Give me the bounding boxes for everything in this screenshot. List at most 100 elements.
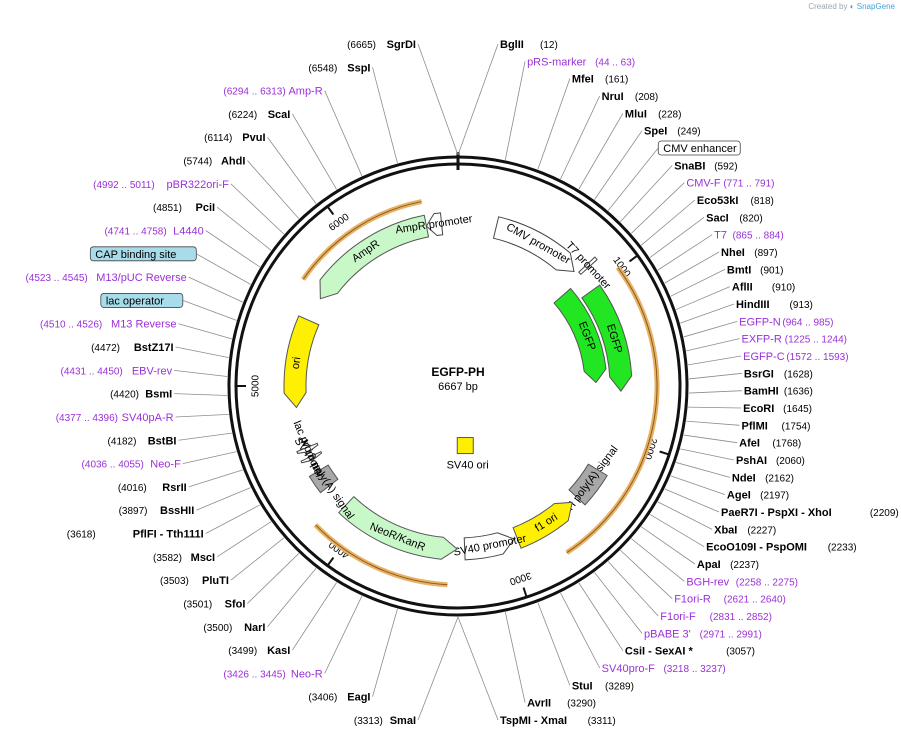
label-cmv-f: CMV-F(771 .. 791) xyxy=(686,178,774,190)
label-position: (4992 .. 5011) xyxy=(93,180,155,191)
feature-neor-kanr xyxy=(338,495,458,560)
label-position: (3618) xyxy=(67,530,96,541)
label-nhei: NheI(897) xyxy=(721,247,778,259)
label-name: PaeR7I - PspXI - XhoI xyxy=(721,507,832,519)
leader-line xyxy=(688,406,742,409)
credit-line: Created by ◐ SnapGene xyxy=(808,2,895,11)
label-position: (4420) xyxy=(110,390,139,401)
leader-line xyxy=(457,43,499,156)
leader-line xyxy=(649,217,705,258)
label-name: MfeI xyxy=(572,74,594,86)
label-text: CMV enhancer xyxy=(663,143,737,155)
feature-t7-promoter xyxy=(578,256,598,276)
leader-line xyxy=(631,182,685,234)
label-name: SnaBI xyxy=(674,160,705,172)
feature-f1-ori xyxy=(512,501,573,549)
label-name: MluI xyxy=(625,108,647,120)
label-text: lac operator xyxy=(106,295,164,307)
label-position: (964 .. 985) xyxy=(782,317,833,328)
credit-prefix: Created by xyxy=(808,2,848,11)
label-egfp-n: EGFP-N(964 .. 985) xyxy=(739,316,833,328)
label-egfp-c: EGFP-C(1572 .. 1593) xyxy=(743,351,848,363)
label-position: (228) xyxy=(658,109,681,120)
label-position: (2831 .. 2852) xyxy=(710,612,772,623)
label-name: pBR322ori-F xyxy=(167,179,230,191)
label-name: PflMI xyxy=(742,420,768,432)
label-box xyxy=(89,246,197,262)
label-ecoo109i-pspomi: EcoO109I - PspOMI(2233) xyxy=(706,542,857,554)
feature-sv40-poly-a-signal xyxy=(308,464,339,494)
label-xbai: XbaI(2227) xyxy=(714,524,776,536)
leader-line xyxy=(417,616,459,721)
label-name: BssHII xyxy=(160,505,194,517)
label-position: (865 .. 884) xyxy=(733,231,784,242)
label-name: SspI xyxy=(347,62,370,74)
label-bamhi: BamHI(1636) xyxy=(744,386,813,398)
label-name: L4440 xyxy=(173,225,204,237)
label-position: (6294 .. 6313) xyxy=(223,87,285,98)
label-name: PciI xyxy=(196,202,216,214)
label-bglii: BglII(12) xyxy=(500,39,558,51)
label-snabi: SnaBI(592) xyxy=(674,160,737,172)
label-pflmi: PflMI(1754) xyxy=(742,420,811,432)
label-bstz17i: BstZ17I(4472) xyxy=(91,342,174,354)
tick-mark xyxy=(326,556,335,567)
feature-cmv-promoter xyxy=(492,216,575,273)
label-nrui: NruI(208) xyxy=(602,91,659,103)
leader-line xyxy=(230,537,285,581)
label-ndei: NdeI(2162) xyxy=(732,472,794,484)
feature-sv40-ori xyxy=(456,437,474,455)
label-text: CAP binding site xyxy=(95,249,176,261)
label-neo-r: Neo-R(3426 .. 3445) xyxy=(223,668,322,680)
label-name: AflII xyxy=(732,282,753,294)
leader-line xyxy=(664,488,720,513)
label-position: (818) xyxy=(751,196,774,207)
label-sgrdi: SgrDI(6665) xyxy=(347,39,416,51)
leader-line xyxy=(670,268,726,297)
leader-line xyxy=(267,568,317,628)
leader-line xyxy=(688,372,742,380)
label-name: PflFI - Tth111I xyxy=(133,529,204,541)
label-position: (208) xyxy=(635,92,658,103)
label-position: (161) xyxy=(605,75,628,86)
label-name: EGFP-C xyxy=(743,351,785,363)
label-name: XbaI xyxy=(714,524,737,536)
label-position: (2209) xyxy=(870,508,899,519)
label-position: (3311) xyxy=(588,716,616,727)
label-position: (771 .. 791) xyxy=(723,179,774,190)
label-stui: StuI(3289) xyxy=(572,680,634,692)
leader-line xyxy=(657,234,713,271)
leader-line xyxy=(417,43,459,156)
leader-line xyxy=(230,183,285,235)
leader-line xyxy=(640,199,696,246)
leader-line xyxy=(205,504,261,534)
label-pvui: PvuI(6114) xyxy=(204,132,265,144)
leader-line xyxy=(205,230,261,268)
label-bgh-rev: BGH-rev(2258 .. 2275) xyxy=(686,576,798,588)
label-f1ori-f: F1ori-F(2831 .. 2852) xyxy=(660,611,772,623)
label-name: KasI xyxy=(267,645,290,657)
label-ebv-rev: EBV-rev(4431 .. 4450) xyxy=(61,365,173,377)
leader-line xyxy=(196,487,251,511)
leader-line xyxy=(620,549,673,599)
label-position: (1636) xyxy=(784,387,813,398)
label-position: (820) xyxy=(739,213,762,224)
label-bsrgi: BsrGI(1628) xyxy=(744,368,813,380)
label-position: (3289) xyxy=(605,681,634,692)
feature-bgh-poly-a-signal xyxy=(568,463,608,506)
label-pbr322ori-f: pBR322ori-F (4992 .. 5011) xyxy=(93,179,229,191)
leader-line xyxy=(664,251,720,284)
tick-mark xyxy=(522,587,528,598)
label-name: PvuI xyxy=(242,132,265,144)
label-name: Neo-R xyxy=(291,668,323,680)
label-position: (3290) xyxy=(567,699,596,710)
label-name: Neo-F xyxy=(150,459,181,471)
leader-line xyxy=(324,90,363,177)
leader-line xyxy=(578,113,624,190)
label-nari: NarI(3500) xyxy=(203,622,265,634)
label-name: T7 xyxy=(714,230,727,242)
label-name: BglII xyxy=(500,39,524,51)
leader-line xyxy=(174,393,228,396)
label-sfoi: SfoI(3501) xyxy=(183,598,245,610)
